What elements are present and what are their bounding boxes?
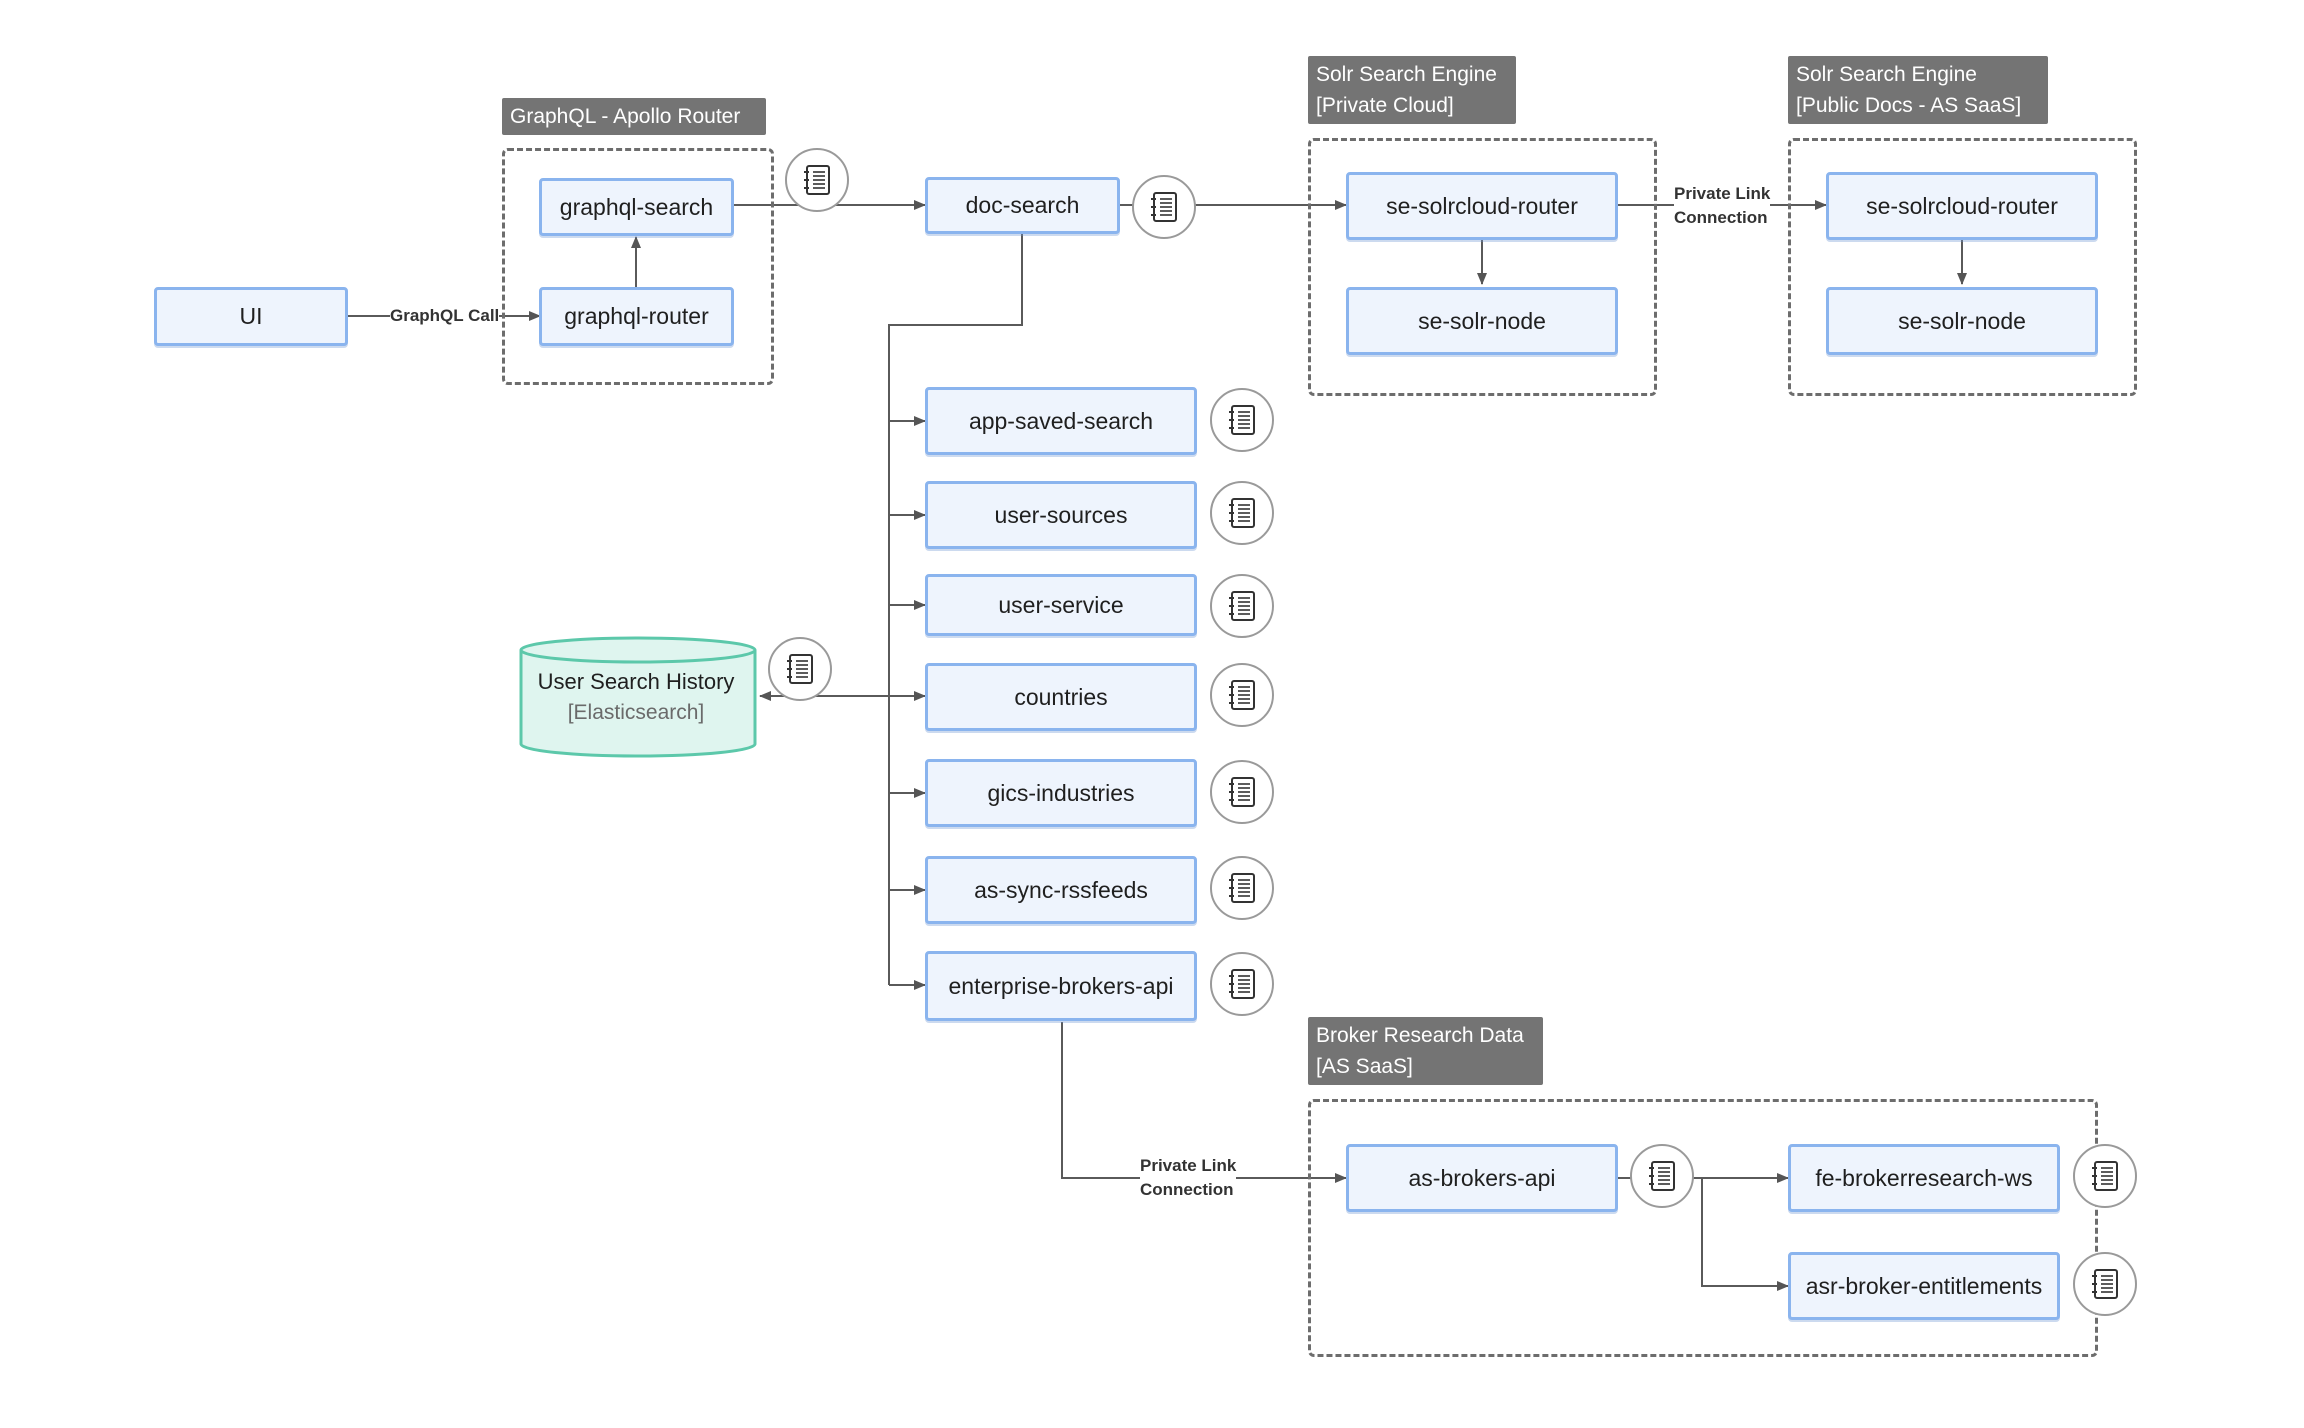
boundary-graphql-apollo-router [502, 148, 774, 385]
edge-doc-search-trunk [888, 232, 1023, 985]
node-as-sync-rssfeeds[interactable]: as-sync-rssfeeds [925, 856, 1197, 924]
boundary-label-broker-line2: [AS SaaS] [1316, 1055, 1413, 1078]
node-as-brokers-api[interactable]: as-brokers-api [1346, 1144, 1618, 1212]
boundary-label-graphql-line1: GraphQL - Apollo Router [510, 105, 741, 128]
edge-label-private-link-2-line1: Private Link [1140, 1156, 1237, 1175]
node-se-solrcloud-router-private[interactable]: se-solrcloud-router [1346, 172, 1618, 240]
boundary-broker-research-data [1308, 1099, 2098, 1357]
node-enterprise-brokers-api[interactable]: enterprise-brokers-api [925, 951, 1197, 1021]
boundary-label-broker: Broker Research Data [AS SaaS] [1308, 1017, 1543, 1085]
boundary-label-solr-public: Solr Search Engine [Public Docs - AS Saa… [1788, 56, 2048, 124]
log-notebook-icon[interactable] [1132, 175, 1196, 239]
node-asr-broker-entitlements[interactable]: asr-broker-entitlements [1788, 1252, 2060, 1320]
node-se-solr-node-public[interactable]: se-solr-node [1826, 287, 2098, 355]
boundary-label-solr-public-line2: [Public Docs - AS SaaS] [1796, 94, 2022, 117]
node-user-sources[interactable]: user-sources [925, 481, 1197, 549]
node-graphql-search[interactable]: graphql-search [539, 178, 734, 236]
node-se-solr-node-private[interactable]: se-solr-node [1346, 287, 1618, 355]
database-technology: [Elasticsearch] [567, 701, 705, 724]
node-fe-brokerresearch-ws[interactable]: fe-brokerresearch-ws [1788, 1144, 2060, 1212]
node-gics-industries[interactable]: gics-industries [925, 759, 1197, 827]
log-notebook-icon[interactable] [2073, 1144, 2137, 1208]
boundary-label-broker-line1: Broker Research Data [1316, 1024, 1524, 1047]
edge-label-graphql-call: GraphQL Call [390, 304, 500, 328]
log-notebook-icon[interactable] [1210, 760, 1274, 824]
edge-label-private-link-2: Private Link Connection [1140, 1154, 1237, 1202]
boundary-solr-private-cloud [1308, 138, 1657, 396]
log-notebook-icon[interactable] [1210, 952, 1274, 1016]
boundary-label-solr-public-line1: Solr Search Engine [1796, 63, 1977, 86]
boundary-label-solr-private-line1: Solr Search Engine [1316, 63, 1497, 86]
log-notebook-icon[interactable] [768, 637, 832, 701]
edge-as-brokers-to-asr [1701, 1178, 1789, 1291]
log-notebook-icon[interactable] [1210, 388, 1274, 452]
log-notebook-icon[interactable] [785, 148, 849, 212]
edge-label-private-link-1-line2: Connection [1674, 208, 1768, 227]
boundary-solr-public-docs [1788, 138, 2137, 396]
log-notebook-icon[interactable] [1630, 1144, 1694, 1208]
edge-enterprise-to-as-brokers [1061, 1022, 1347, 1183]
database-name: User Search History [537, 669, 735, 694]
database-label: User Search History [Elasticsearch] [520, 669, 752, 725]
log-notebook-icon[interactable] [2073, 1252, 2137, 1316]
node-doc-search[interactable]: doc-search [925, 177, 1120, 234]
log-notebook-icon[interactable] [1210, 663, 1274, 727]
database-user-search-history[interactable] [518, 636, 758, 760]
boundary-label-graphql: GraphQL - Apollo Router [502, 98, 766, 135]
node-user-service[interactable]: user-service [925, 574, 1197, 636]
node-graphql-router[interactable]: graphql-router [539, 287, 734, 346]
boundary-label-solr-private: Solr Search Engine [Private Cloud] [1308, 56, 1516, 124]
edge-label-graphql-call-text: GraphQL Call [390, 306, 500, 325]
node-countries[interactable]: countries [925, 663, 1197, 731]
log-notebook-icon[interactable] [1210, 574, 1274, 638]
edge-label-private-link-2-line2: Connection [1140, 1180, 1234, 1199]
node-ui[interactable]: UI [154, 287, 348, 346]
log-notebook-icon[interactable] [1210, 856, 1274, 920]
node-se-solrcloud-router-public[interactable]: se-solrcloud-router [1826, 172, 2098, 240]
boundary-label-solr-private-line2: [Private Cloud] [1316, 94, 1454, 117]
edge-label-private-link-1-line1: Private Link [1674, 184, 1771, 203]
node-app-saved-search[interactable]: app-saved-search [925, 387, 1197, 455]
log-notebook-icon[interactable] [1210, 481, 1274, 545]
edge-label-private-link-1: Private Link Connection [1674, 182, 1771, 230]
